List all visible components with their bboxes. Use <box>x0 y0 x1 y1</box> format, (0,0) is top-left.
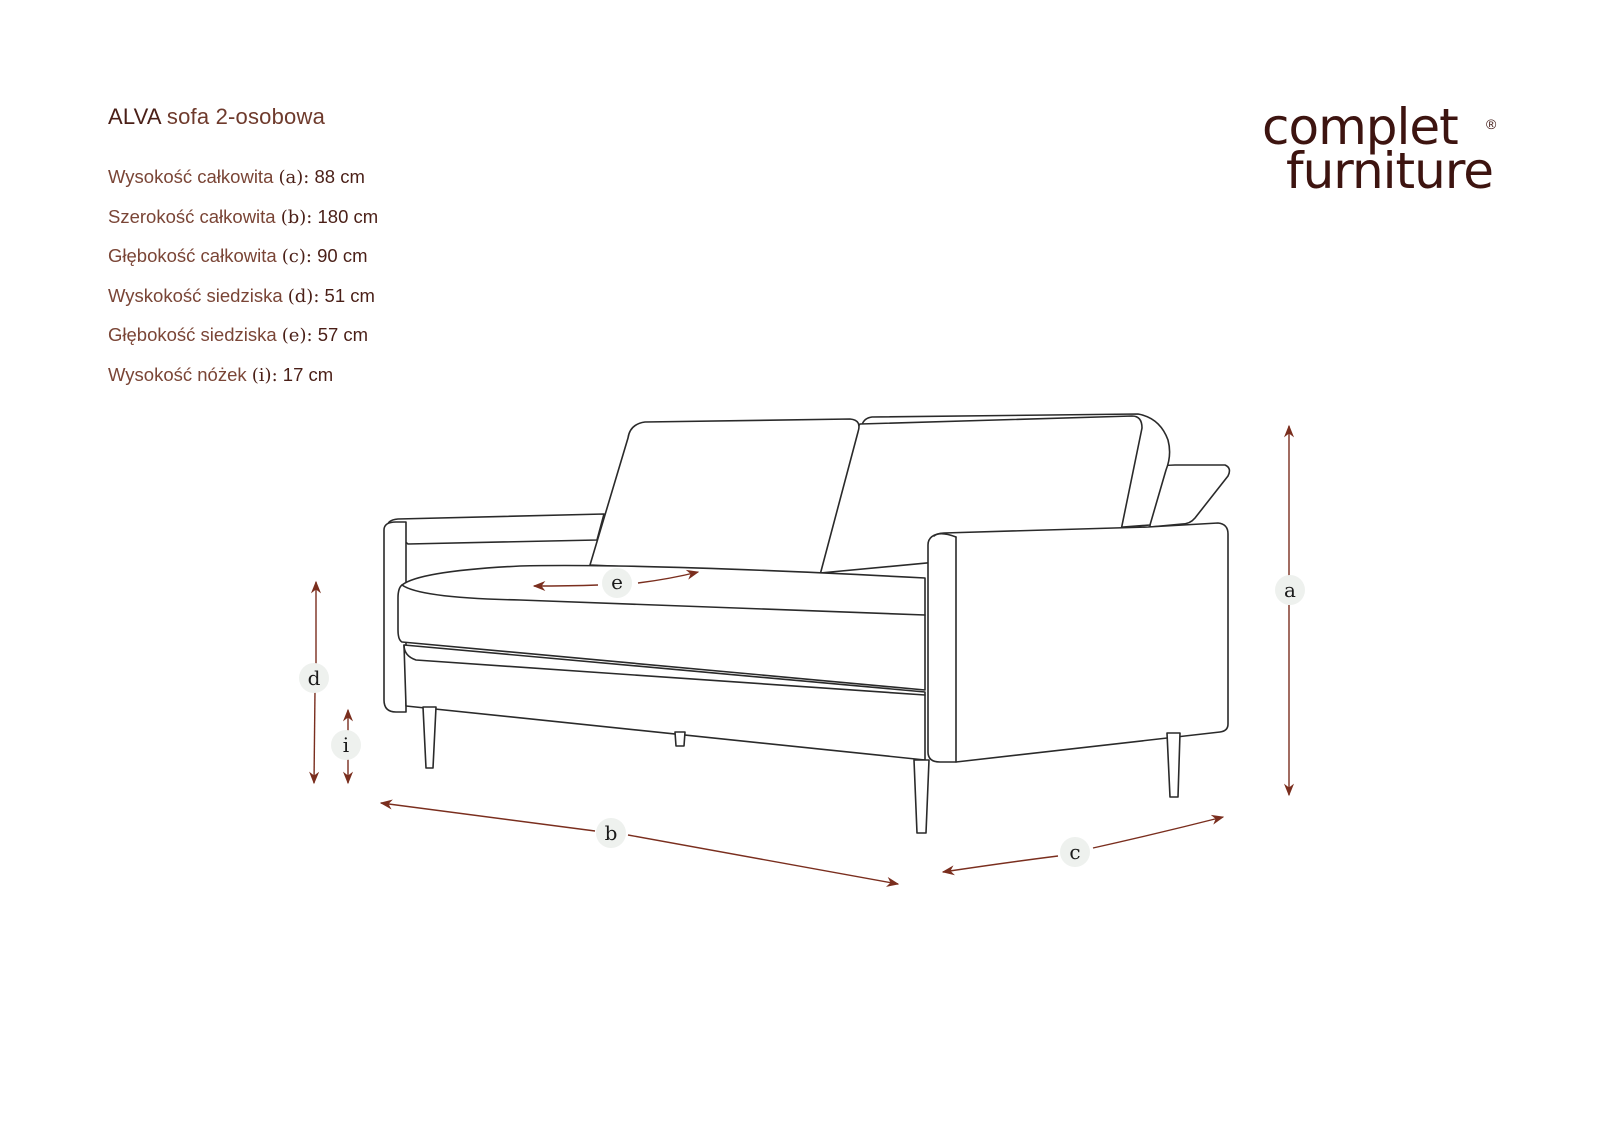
spec-key: (e): <box>281 325 313 346</box>
seat-cushion <box>397 564 926 691</box>
badge-d: d <box>299 663 329 693</box>
arrow-b-left <box>379 799 596 832</box>
spec-row-seat-height: Wyskokość siedziska (d): 51 cm <box>108 285 378 325</box>
dimension-arrows <box>309 424 1295 887</box>
arrow-d-bottom <box>309 689 320 785</box>
spec-label: Szerokość całkowita <box>108 205 276 227</box>
logo-line-complet: complet <box>1262 98 1459 156</box>
dimensions-list: Wysokość całkowita (a): 88 cm Szerokość … <box>108 166 378 403</box>
sofa-outline <box>383 413 1231 834</box>
spec-value: 88 cm <box>314 166 365 187</box>
spec-label: Wysokość całkowita <box>108 166 274 187</box>
spec-label: Głębokość całkowita <box>108 245 277 266</box>
spec-value: 51 cm <box>324 284 375 306</box>
spec-key: (i): <box>251 364 278 386</box>
spec-label: Wyskokość siedziska <box>108 284 283 306</box>
arrow-c-left <box>941 855 1059 876</box>
svg-text:c: c <box>1069 840 1080 864</box>
leg-front-left <box>422 706 437 769</box>
badge-e: e <box>602 568 632 598</box>
spec-row-seat-depth: Głębokość siedziska (e): 57 cm <box>108 324 378 364</box>
arrow-e-right <box>637 569 700 584</box>
model-name: ALVA <box>108 104 161 129</box>
spec-value: 90 cm <box>317 245 368 266</box>
spec-key: (a): <box>278 167 310 188</box>
arrow-c-right <box>1092 814 1225 849</box>
spec-label: Wysokość nóżek <box>108 363 247 385</box>
spec-key: (b): <box>280 206 313 228</box>
spec-value: 180 cm <box>317 205 379 227</box>
spec-row-total-height: Wysokość całkowita (a): 88 cm <box>108 166 378 206</box>
badge-c: c <box>1060 837 1090 867</box>
brand-logo: complet furniture ® <box>1262 102 1502 202</box>
back-cushion-left <box>589 418 860 576</box>
leg-back-right <box>1166 732 1181 798</box>
left-armrest-front <box>383 521 407 713</box>
left-armrest-top <box>386 513 605 545</box>
spec-row-leg-height: Wysokość nóżek (i): 17 cm <box>108 364 378 404</box>
leg-back-middle <box>674 731 686 747</box>
spec-row-total-width: Szerokość całkowita (b): 180 cm <box>108 206 378 246</box>
badge-i: i <box>331 730 361 760</box>
spec-value: 17 cm <box>282 363 334 385</box>
svg-text:e: e <box>611 570 623 594</box>
spec-label: Głębokość siedziska <box>108 324 277 345</box>
arrow-b-right <box>627 834 900 887</box>
svg-text:i: i <box>343 733 349 757</box>
logo-line-furniture: furniture <box>1286 142 1494 200</box>
spec-value: 57 cm <box>317 324 369 345</box>
badge-b: b <box>596 818 626 848</box>
svg-text:b: b <box>605 821 618 845</box>
spec-key: (d): <box>287 285 320 307</box>
svg-text:a: a <box>1284 578 1296 602</box>
right-armrest <box>927 522 1229 763</box>
spec-row-total-depth: Głębokość całkowita (c): 90 cm <box>108 245 378 285</box>
registered-mark-icon: ® <box>1486 116 1497 132</box>
product-title: ALVA sofa 2-osobowa <box>108 104 325 130</box>
svg-text:d: d <box>308 666 321 690</box>
spec-key: (c): <box>281 246 312 267</box>
badge-a: a <box>1275 575 1305 605</box>
arrow-e-left <box>532 580 599 592</box>
leg-front-right <box>913 759 930 834</box>
product-type: sofa 2-osobowa <box>166 104 326 129</box>
